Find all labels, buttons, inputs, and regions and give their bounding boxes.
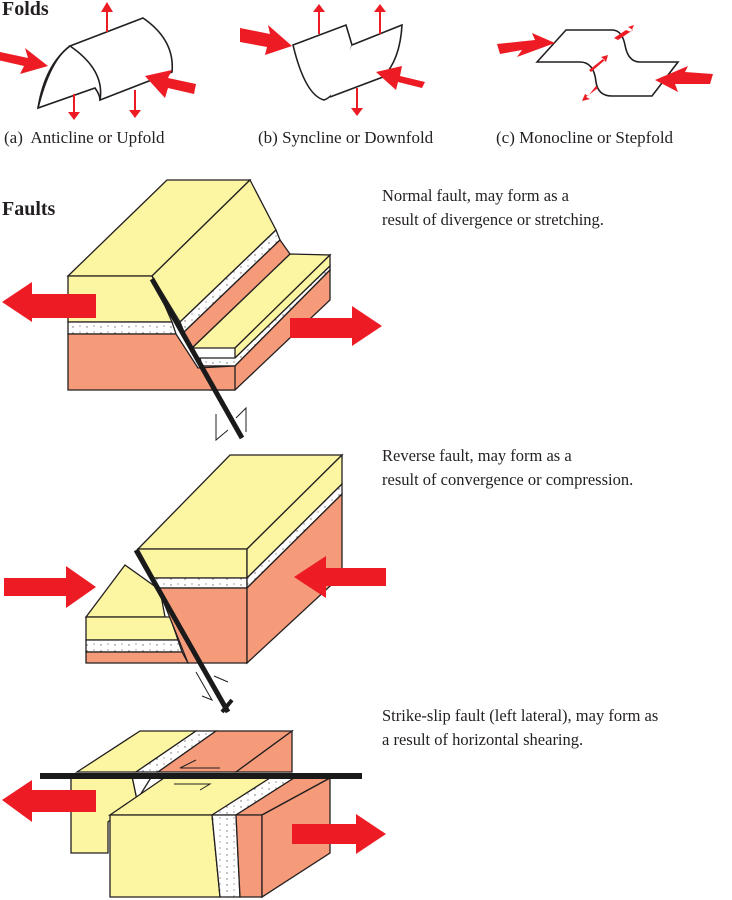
anticline-caption: (a) Anticline or Upfold (4, 128, 165, 147)
tension-arrow-icon (73, 94, 75, 114)
slip-direction-icon (179, 759, 220, 769)
syncline-arrows (240, 4, 425, 116)
normal-fault-diagram (66, 178, 332, 391)
tension-arrow-icon (379, 10, 381, 34)
slip-direction-icon (195, 671, 214, 701)
compression-arrow-right-icon (4, 566, 96, 608)
compression-arrow-left-icon (294, 556, 386, 598)
fault-plane (149, 277, 245, 440)
monocline-caption: (c) Monocline or Stepfold (496, 128, 674, 147)
tension-arrow-icon (589, 55, 608, 72)
anticline-diagram (36, 17, 174, 110)
syncline-caption: (b) Syncline or Downfold (258, 128, 434, 147)
anticline-arrows (0, 2, 196, 120)
folds-heading: Folds (2, 0, 49, 20)
strike-slip-fault-description: Strike-slip fault (left lateral), may fo… (382, 706, 659, 749)
monocline-arrows (497, 25, 713, 101)
tension-arrow-icon (318, 10, 320, 34)
shear-arrow-left-icon (2, 780, 96, 822)
slip-direction-icon (174, 783, 212, 791)
compression-arrow-icon (145, 70, 196, 98)
compression-arrow-icon (0, 48, 48, 74)
reverse-fault-description: Reverse fault, may form as a result of c… (382, 446, 634, 489)
compression-arrow-icon (655, 66, 713, 92)
faults-heading: Faults (2, 198, 56, 220)
strike-slip-fault-diagram (70, 729, 333, 899)
tension-arrow-icon (106, 10, 108, 32)
tension-arrow-icon (134, 90, 136, 112)
reverse-fault-diagram (84, 453, 344, 665)
monocline-diagram (535, 29, 680, 97)
fault-plane (133, 548, 231, 714)
shear-arrow-right-icon (292, 814, 386, 854)
tension-arrow-left-icon (2, 282, 96, 322)
compression-arrow-icon (497, 33, 555, 57)
tension-arrow-icon (356, 88, 358, 110)
tension-arrow-icon (582, 86, 598, 101)
normal-fault-description: Normal fault, may form as a result of di… (382, 186, 604, 229)
compression-arrow-icon (240, 25, 292, 55)
slip-direction-icon (215, 414, 229, 442)
compression-arrow-icon (376, 66, 425, 90)
slip-direction-icon (235, 406, 247, 432)
syncline-diagram (292, 23, 403, 101)
tension-arrow-right-icon (290, 306, 382, 346)
tension-arrow-icon (614, 25, 634, 40)
